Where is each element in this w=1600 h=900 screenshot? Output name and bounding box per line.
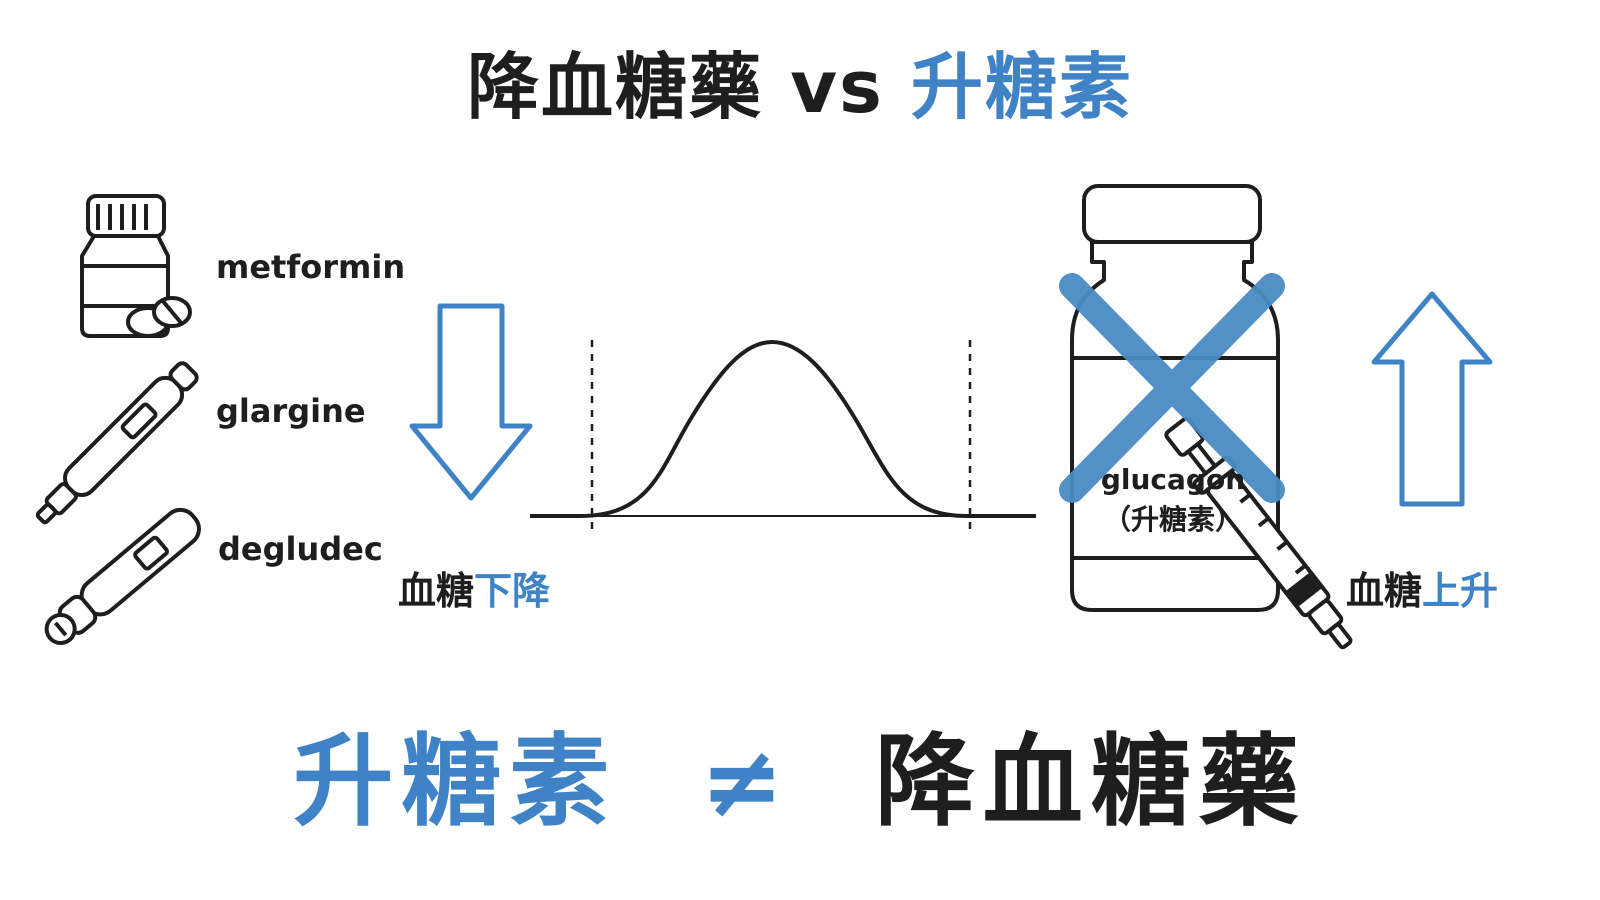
drug-label-glargine: glargine — [216, 392, 366, 430]
blood-glucose-curve — [530, 339, 1036, 532]
title-right: 升糖素 — [910, 45, 1133, 129]
insulin-pen-icon — [44, 507, 201, 645]
glucagon-subtitle: （升糖素） — [1102, 503, 1243, 536]
footer-right: 降血糖藥 — [874, 723, 1307, 840]
raise-label-black: 血糖 — [1346, 569, 1423, 613]
footer-statement: 升糖素 ≠ 降血糖藥 — [0, 700, 1600, 845]
lower-label-blue: 下降 — [474, 569, 551, 613]
pill-bottle-icon — [80, 194, 192, 338]
blood-glucose-raise-label: 血糖上升 — [1346, 560, 1498, 615]
lower-label-black: 血糖 — [398, 569, 475, 613]
page-title: 降血糖藥 vs 升糖素 — [0, 28, 1600, 133]
blood-glucose-lower-label: 血糖下降 — [398, 560, 550, 615]
arrow-up-icon — [1371, 291, 1493, 507]
arrow-down-icon — [409, 303, 533, 501]
title-left: 降血糖藥 — [467, 45, 764, 129]
cross-out-icon — [1059, 273, 1285, 503]
title-vs: vs — [790, 45, 884, 129]
drug-label-degludec: degludec — [218, 530, 383, 568]
glucagon-name: glucagon — [1100, 463, 1246, 496]
raise-label-blue: 上升 — [1422, 569, 1499, 613]
insulin-pen-icon — [35, 361, 199, 525]
not-equal-symbol: ≠ — [700, 723, 792, 840]
footer-left: 升糖素 — [293, 723, 618, 840]
glucagon-label: glucagon （升糖素） — [1098, 460, 1248, 540]
drug-label-metformin: metformin — [216, 248, 406, 286]
